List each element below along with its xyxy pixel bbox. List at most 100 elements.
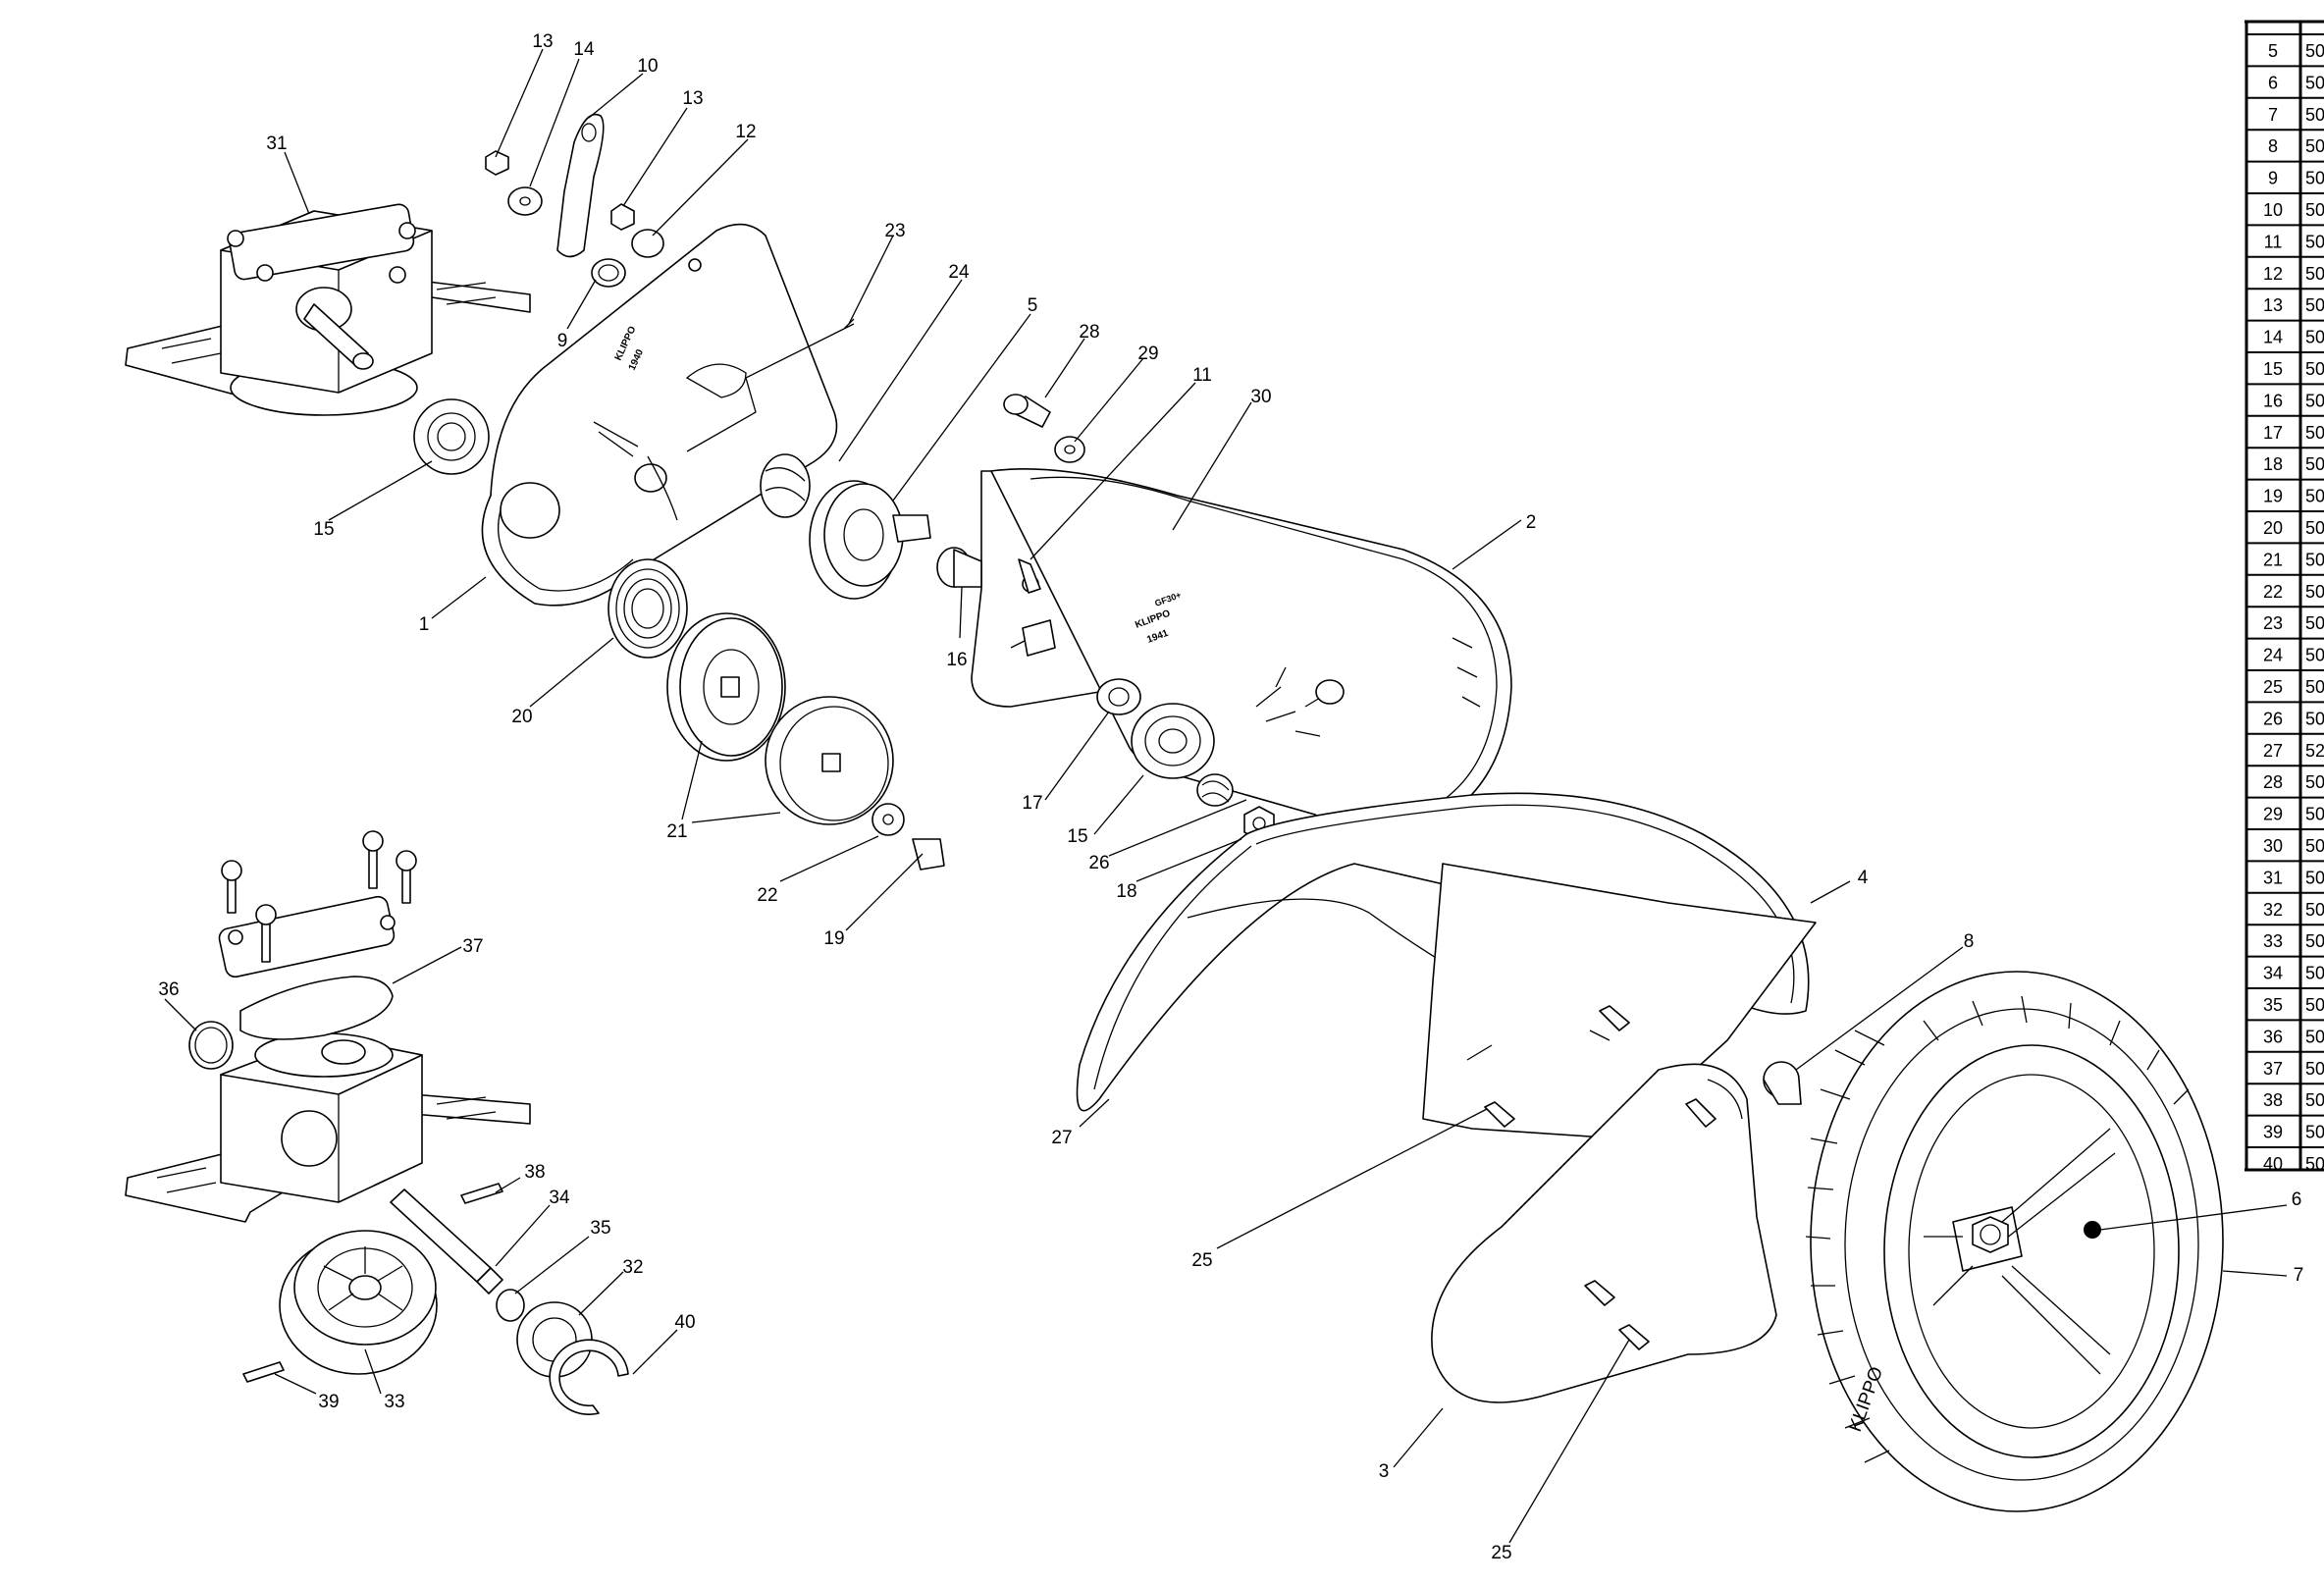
table-cell-code: 50 [2305, 805, 2324, 824]
callout-24: 24 [948, 262, 970, 283]
callout-18: 18 [1116, 881, 1136, 902]
callout-13: 13 [532, 31, 553, 52]
table-cell-code: 50 [2305, 931, 2324, 951]
callout-23: 23 [884, 221, 905, 241]
table-cell-number: 34 [2263, 964, 2283, 983]
table-cell-number: 24 [2263, 646, 2283, 665]
table-cell-number: 20 [2263, 518, 2283, 538]
small-hardware-top [485, 113, 664, 288]
table-cell-code: 50 [2305, 264, 2324, 284]
callout-8: 8 [1964, 931, 1975, 952]
table-cell-number: 25 [2263, 677, 2283, 697]
table-cell-code: 50 [2305, 328, 2324, 347]
table-cell-code: 50 [2305, 391, 2324, 410]
callout-30: 30 [1250, 387, 1271, 407]
gearbox-lower [125, 830, 531, 1223]
table-cell-number: 29 [2263, 805, 2283, 824]
callout-14: 14 [573, 39, 595, 60]
callout-32: 32 [622, 1257, 643, 1278]
table-cell-code: 50 [2305, 232, 2324, 251]
table-cell-code: 50 [2305, 105, 2324, 125]
callout-37: 37 [462, 936, 483, 957]
callout-4: 4 [1858, 868, 1869, 888]
table-cell-number: 13 [2263, 295, 2283, 315]
table-cell-code: 50 [2305, 295, 2324, 315]
table-cell-code: 50 [2305, 454, 2324, 474]
table-cell-code: 50 [2305, 41, 2324, 61]
springs [686, 318, 855, 518]
callout-25b: 25 [1491, 1543, 1511, 1563]
table-cell-number: 7 [2268, 105, 2278, 125]
callout-17: 17 [1022, 793, 1042, 814]
table-cell-code: 50 [2305, 964, 2324, 983]
table-cell-code: 52 [2305, 741, 2324, 761]
table-cell-number: 23 [2263, 613, 2283, 633]
table-cell-number: 12 [2263, 264, 2283, 284]
table-cell-number: 36 [2263, 1027, 2283, 1046]
table-cell-code: 50 [2305, 582, 2324, 602]
table-cell-code: 50 [2305, 900, 2324, 920]
belt-cover-outer [990, 467, 1512, 833]
pulley-assembly-lower [242, 1183, 629, 1415]
table-cell-code: 50 [2305, 677, 2324, 697]
table-cell-code: 50 [2305, 200, 2324, 220]
table-cell-number: 32 [2263, 900, 2283, 920]
callout-9: 9 [557, 331, 568, 351]
table-cell-number: 18 [2263, 454, 2283, 474]
table-cell-code: 50 [2305, 423, 2324, 443]
wheel-bushing [1763, 1061, 1802, 1105]
callout-labels: 13 14 10 13 12 31 9 23 24 5 28 29 11 30 … [158, 31, 2303, 1563]
table-cell-code: 50 [2305, 646, 2324, 665]
table-cell-code: 50 [2305, 73, 2324, 92]
drive-pulley-halves [666, 612, 945, 871]
table-cell-code: 50 [2305, 169, 2324, 188]
leader-lines [164, 48, 2288, 1544]
table-cell-code: 50 [2305, 1090, 2324, 1110]
table-cell-number: 39 [2263, 1123, 2283, 1142]
table-cell-code: 50 [2305, 868, 2324, 887]
callout-25: 25 [1191, 1250, 1212, 1271]
guard-upper [1422, 863, 1817, 1139]
callout-19: 19 [823, 928, 844, 949]
table-cell-code: 50 [2305, 518, 2324, 538]
wheel-and-tire: KLIPPO [1805, 971, 2224, 1512]
table-cell-number: 28 [2263, 772, 2283, 792]
callout-39: 39 [318, 1392, 339, 1412]
table-cell-number: 19 [2263, 487, 2283, 506]
callout-7: 7 [2294, 1265, 2304, 1286]
table-cell-number: 17 [2263, 423, 2283, 443]
bearing-upper [413, 398, 490, 475]
table-cell-number: 38 [2263, 1090, 2283, 1110]
table-cell-code: 50 [2305, 995, 2324, 1015]
callout-26: 26 [1088, 853, 1109, 873]
callout-15: 15 [313, 519, 334, 540]
cone-spring [607, 558, 688, 659]
table-cell-number: 37 [2263, 1059, 2283, 1079]
callout-1: 1 [419, 614, 430, 635]
table-cell-number: 15 [2263, 359, 2283, 379]
callout-38: 38 [524, 1162, 545, 1183]
table-cell-code: 50 [2305, 772, 2324, 792]
table-cell-number: 22 [2263, 582, 2283, 602]
callout-10: 10 [637, 56, 658, 77]
callout-6: 6 [2292, 1189, 2302, 1210]
table-cell-number: 26 [2263, 709, 2283, 728]
callout-11: 11 [1192, 365, 1212, 386]
callout-34: 34 [549, 1188, 570, 1208]
callout-29: 29 [1137, 343, 1158, 364]
gearbox-upper [125, 203, 531, 416]
table-cell-code: 50 [2305, 1027, 2324, 1046]
table-cell-number: 5 [2268, 41, 2278, 61]
callout-12: 12 [735, 122, 756, 142]
guard-lower [1431, 1063, 1777, 1403]
belt-cover-inner [481, 223, 838, 607]
callout-2: 2 [1526, 512, 1537, 533]
table-cell-number: 11 [2264, 232, 2283, 251]
table-cell-code: 50 [2305, 487, 2324, 506]
callout-16: 16 [946, 650, 967, 670]
callout-13b: 13 [682, 88, 703, 109]
callout-36: 36 [158, 979, 179, 1000]
table-cell-code: 50 [2305, 1154, 2324, 1174]
callout-22: 22 [757, 885, 777, 906]
